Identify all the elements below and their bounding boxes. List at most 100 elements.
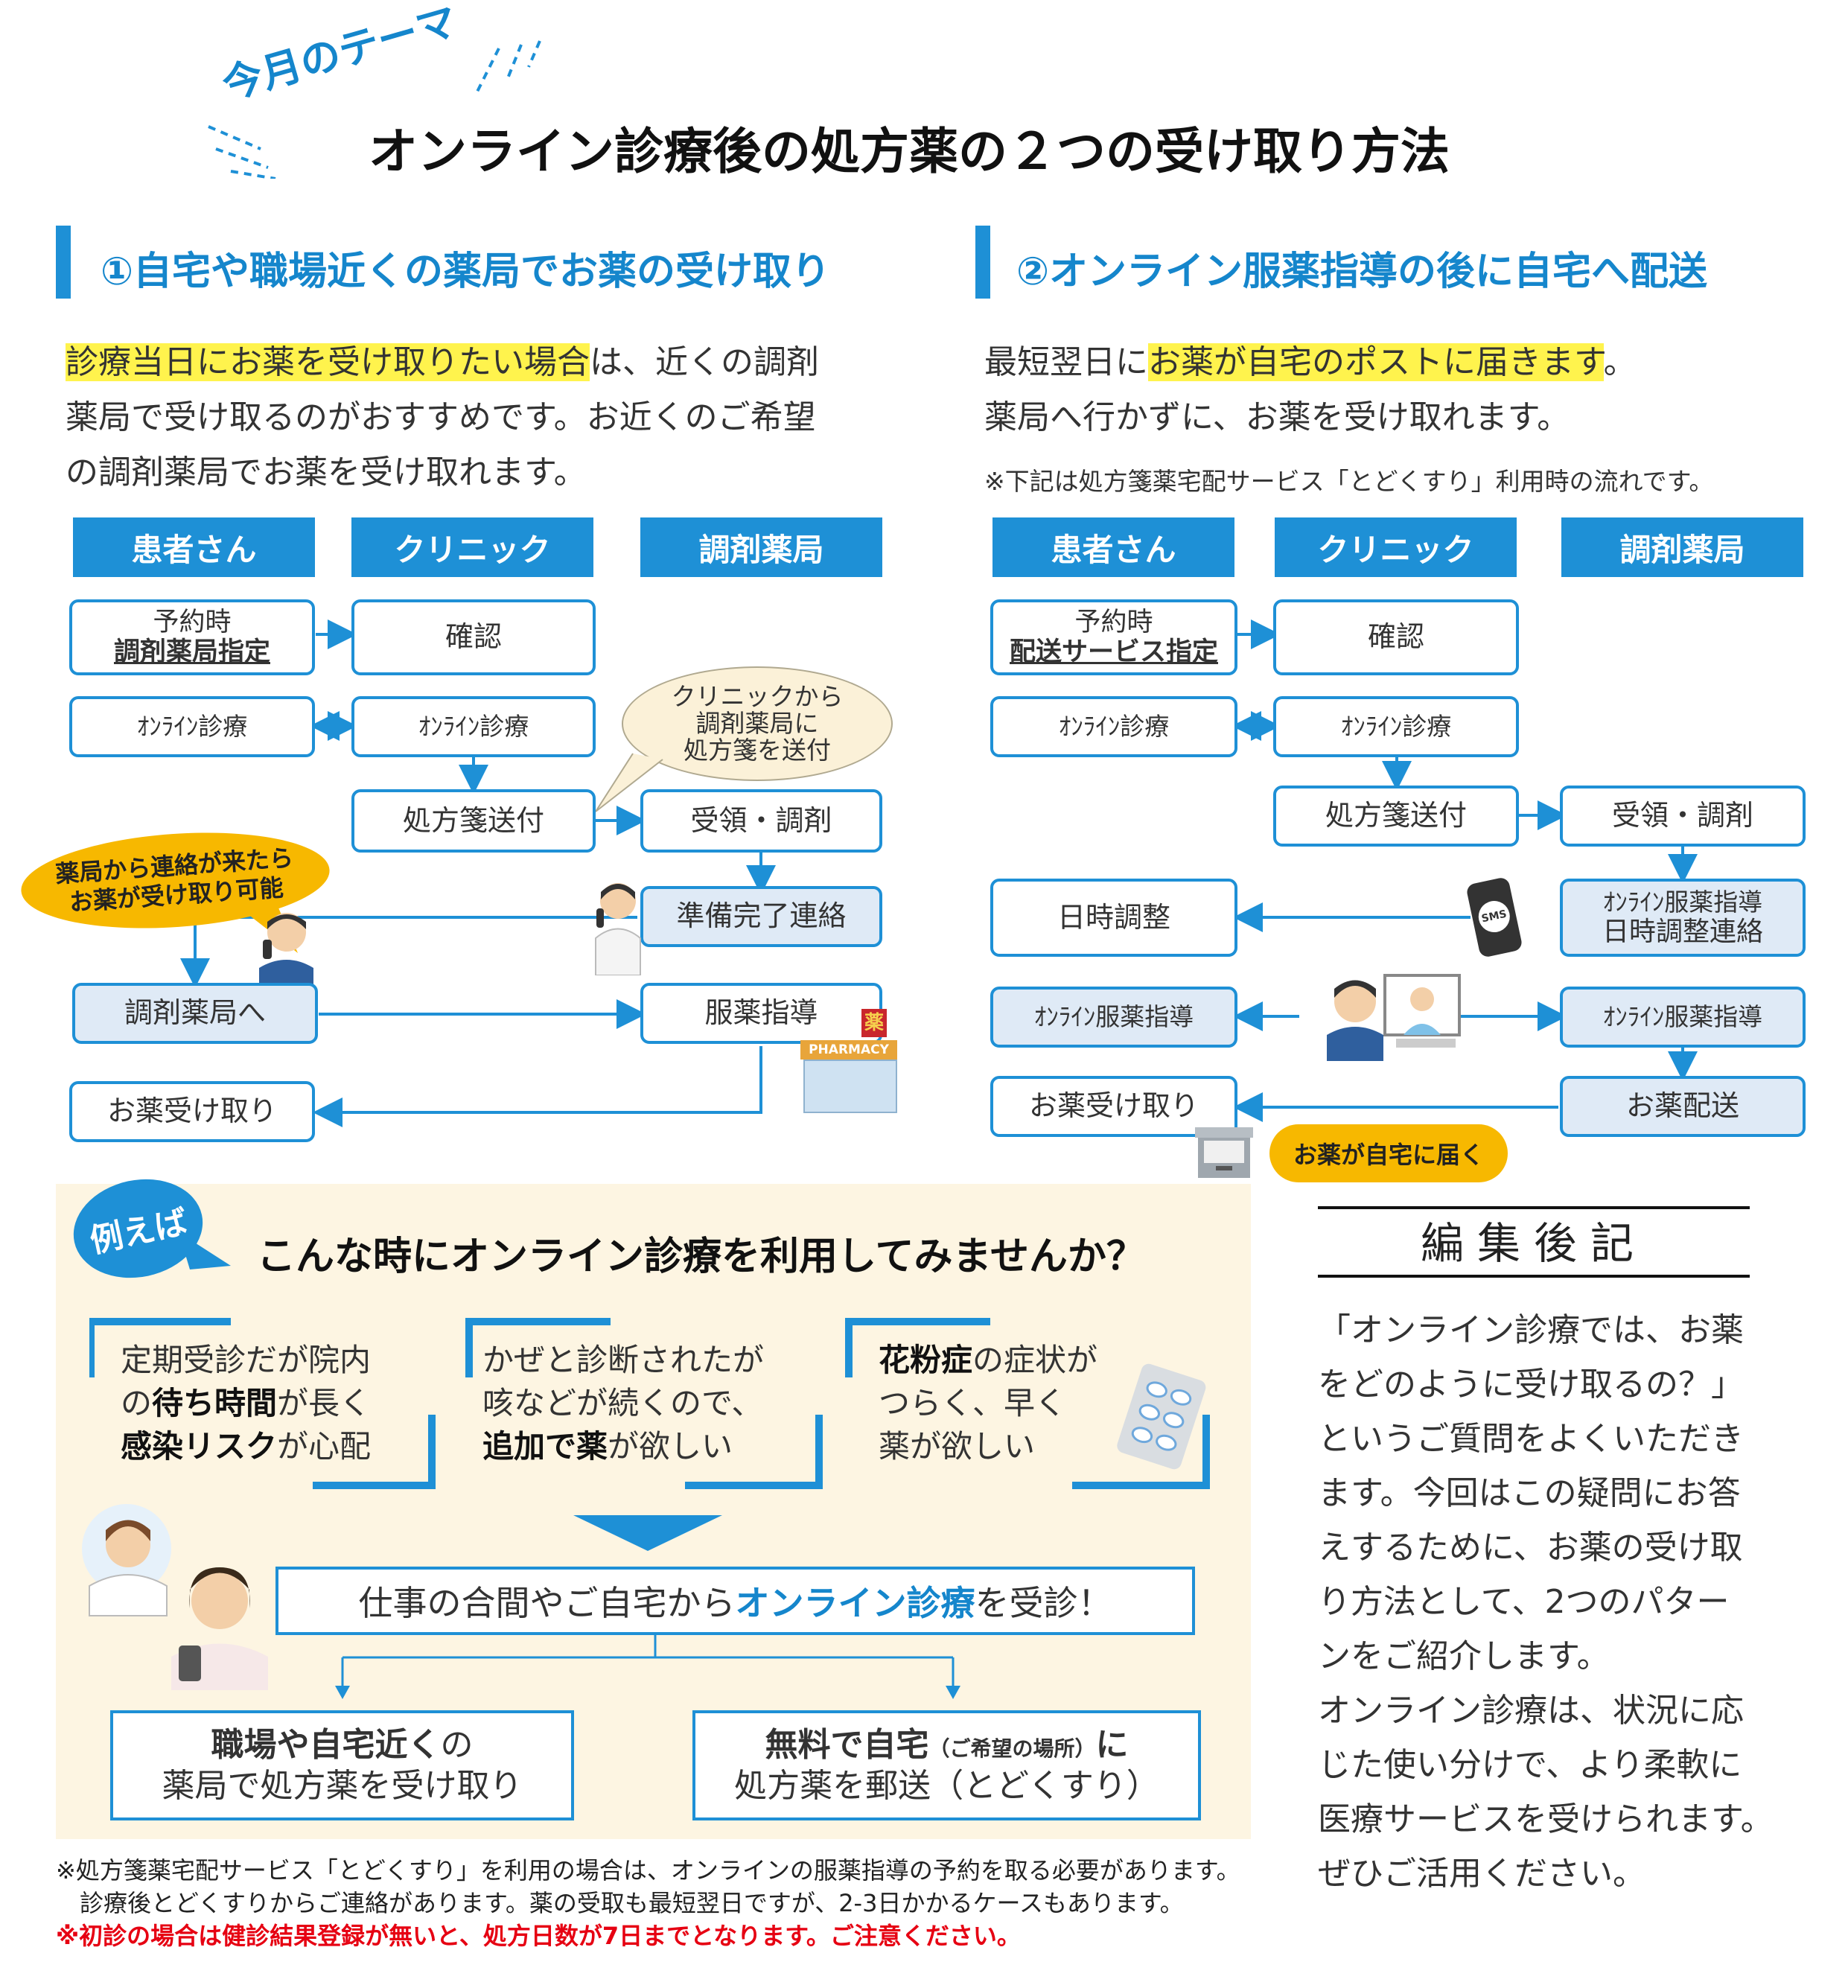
s1-to-pharmacy-box: 調剤薬局へ	[72, 983, 318, 1044]
video-call-icon	[1327, 974, 1461, 1061]
afterword-line: じた使い分けで、より柔軟に	[1318, 1746, 1742, 1784]
pharmacy-building-icon: 薬 PHARMACY	[800, 1009, 897, 1113]
opt1-post: の	[440, 1726, 474, 1764]
s1-bubble-line3: 処方箋を送付	[684, 736, 831, 765]
s2-flow-arrows	[1232, 619, 1698, 1122]
opt2-small: （ご希望の場所）	[928, 1736, 1096, 1761]
s1-online-patient-box: ｵﾝﾗｲﾝ診療	[69, 696, 315, 757]
case-card-cold: かぜと診断されたが 咳などが続くので、 追加で薬が欲しい	[482, 1339, 810, 1488]
s2-col-patient: 患者さん	[992, 517, 1234, 577]
s1-col-patient: 患者さん	[73, 517, 315, 577]
consult-post: を受診！	[975, 1583, 1112, 1623]
case3-line3: 薬が欲しい	[879, 1428, 1036, 1465]
afterword-body: 「オンライン診療では、お薬 をどのように受け取るの？」 というご質問をよくいただ…	[1318, 1303, 1809, 1901]
opt2-line2: 処方薬を郵送（とどくすり）	[734, 1767, 1159, 1805]
s1-confirm-box: 確認	[351, 599, 596, 675]
s2-reserve-label: 予約時	[1074, 607, 1153, 637]
branch-arrows	[335, 1635, 960, 1699]
opt2-bold1: 無料で自宅	[765, 1726, 929, 1764]
option-nearby-pharmacy: 職場や自宅近くの 薬局で処方薬を受け取り	[110, 1710, 574, 1820]
footnote-1: ※処方箋薬宅配サービス「とどくすり」を利用の場合は、オンラインの服薬指導の予約を…	[56, 1856, 1240, 1885]
sms-label: SMS	[1475, 898, 1513, 935]
section-2-intro: 最短翌日にお薬が自宅のポストに届きます。 薬局へ行かずに、お薬を受け取れます。	[984, 335, 1833, 445]
case2-line3-post: が欲しい	[608, 1428, 733, 1465]
s2-pickup-box: お薬受け取り	[990, 1076, 1237, 1137]
s2-online-clinic-box: ｵﾝﾗｲﾝ診療	[1273, 696, 1519, 757]
s1-flow-arrows	[180, 619, 776, 1127]
opt1-bold: 職場や自宅近く	[211, 1726, 441, 1764]
s2-schedule-box: 日時調整	[990, 879, 1237, 957]
s2-col-clinic: クリニック	[1275, 517, 1517, 577]
doctor-and-patient-icon	[82, 1504, 268, 1690]
section-1-intro: 診療当日にお薬を受け取りたい場合は、近くの調剤 薬局で受け取るのがおすすめです。…	[66, 335, 907, 500]
s2-schedule-notice-box: ｵﾝﾗｲﾝ服薬指導 日時調整連絡	[1560, 879, 1806, 957]
s2-intro-pre: 最短翌日に	[984, 343, 1148, 381]
section-2-accent-bar	[975, 226, 990, 299]
s1-ready-notice-box: 準備完了連絡	[640, 886, 882, 947]
case2-line1: かぜと診断されたが	[482, 1342, 765, 1378]
case-card-hay-fever: 花粉症の症状が つらく、早く 薬が欲しい	[879, 1339, 1124, 1488]
s1-bubble-clinic-sends-rx: クリニックから 調剤薬局に 処方箋を送付	[622, 666, 893, 781]
case-card-wait-time: 定期受診だが院内 の待ち時間が長く 感染リスクが心配	[121, 1339, 433, 1488]
afterword-line: ぜひご活用ください。	[1318, 1855, 1645, 1893]
afterword-line: というご質問をよくいただき	[1318, 1420, 1744, 1458]
examples-heading: こんな時にオンライン診療を利用してみませんか？	[257, 1234, 1145, 1279]
s1-bubble-line2: 調剤薬局に	[695, 708, 819, 738]
case3-line2: つらく、早く	[879, 1385, 1067, 1421]
case3-line1-post: の症状が	[972, 1342, 1098, 1378]
examples-badge-tail	[179, 1232, 231, 1269]
section-1-intro-line3: の調剤薬局でお薬を受け取れます。	[66, 453, 587, 491]
s2-intro-post: 。	[1603, 343, 1637, 381]
afterword-bottom-rule	[1318, 1275, 1750, 1278]
s1-col-clinic: クリニック	[351, 517, 593, 577]
footnote-warning: ※初診の場合は健診結果登録が無いと、処方日数が7日までとなります。ご注意ください…	[56, 1922, 1021, 1950]
afterword-line: ンをご紹介します。	[1318, 1637, 1610, 1675]
s2-reserve-box: 予約時 配送サービス指定	[990, 599, 1237, 675]
afterword-line: ます。今回はこの疑問にお答	[1318, 1474, 1741, 1512]
section-1-intro-rest: は、近くの調剤	[590, 343, 819, 381]
afterword-line: り方法として、2つのパター	[1318, 1583, 1730, 1621]
s2-delivered-callout: お薬が自宅に届く	[1269, 1124, 1508, 1182]
section-1-intro-line2: 薬局で受け取るのがおすすめです。お近くのご希望	[66, 398, 816, 436]
s2-note: ※下記は処方箋薬宅配サービス「とどくすり」利用時の流れです。	[984, 467, 1714, 496]
case-card-frames	[89, 1318, 1210, 1489]
mailbox-icon	[1195, 1127, 1253, 1178]
afterword-title: 編集後記	[1420, 1218, 1647, 1269]
s2-delivery-box: お薬配送	[1560, 1076, 1806, 1137]
page-title: オンライン診療後の処方薬の２つの受け取り方法	[369, 123, 1450, 180]
s1-reserve-label: 予約時	[153, 607, 232, 637]
s2-guidance-pharmacy-box: ｵﾝﾗｲﾝ服薬指導	[1560, 987, 1806, 1048]
s2-guidance-patient-box: ｵﾝﾗｲﾝ服薬指導	[990, 987, 1237, 1048]
case1-line2-pre: の	[121, 1385, 153, 1421]
s1-reserve-box: 予約時 調剤薬局指定	[69, 599, 315, 675]
down-triangle-icon	[573, 1515, 722, 1551]
header-dash-decoration	[208, 40, 541, 179]
case1-line3-bold: 感染リスク	[121, 1428, 278, 1465]
s2-rx-send-box: 処方箋送付	[1273, 786, 1519, 847]
s2-online-patient-box: ｵﾝﾗｲﾝ診療	[990, 696, 1237, 757]
section-1-intro-highlight: 診療当日にお薬を受け取りたい場合	[66, 343, 590, 381]
section-2-title: ②オンライン服薬指導の後に自宅へ配送	[1016, 249, 1708, 294]
afterword-line: 医療サービスを受けられます。	[1318, 1800, 1774, 1838]
section-1-accent-bar	[56, 226, 71, 299]
afterword-line: をどのように受け取るの？」	[1318, 1366, 1744, 1404]
s2-schedule-notice-line2: 日時調整連絡	[1602, 916, 1763, 947]
s2-intro-line2: 薬局へ行かずに、お薬を受け取れます。	[984, 398, 1570, 436]
s2-reserve-delivery-designation: 配送サービス指定	[1009, 637, 1218, 667]
consult-emphasis: オンライン診療	[735, 1583, 975, 1623]
pharmacist-on-phone-icon	[595, 883, 641, 975]
case2-line3-bold: 追加で薬	[482, 1428, 608, 1465]
s1-guidance-box: 服薬指導	[640, 983, 882, 1044]
afterword-line: えするために、お薬の受け取	[1318, 1529, 1743, 1567]
s1-col-pharmacy: 調剤薬局	[640, 517, 882, 577]
s2-col-pharmacy: 調剤薬局	[1561, 517, 1803, 577]
s2-schedule-notice-line1: ｵﾝﾗｲﾝ服薬指導	[1602, 887, 1763, 917]
afterword-line: 「オンライン診療では、お薬	[1318, 1311, 1744, 1349]
s1-bubble-line1: クリニックから	[671, 681, 844, 711]
pill-pack-icon	[1117, 1363, 1206, 1470]
case1-line3-post: が心配	[277, 1428, 372, 1465]
s1-rx-send-box: 処方箋送付	[351, 789, 596, 853]
consult-pre: 仕事の合間やご自宅から	[358, 1583, 736, 1623]
afterword-line: オンライン診療は、状況に応	[1318, 1692, 1744, 1730]
footnote-2: 診療後とどくすりからご連絡があります。薬の受取も最短翌日ですが、2-3日かかるケ…	[56, 1889, 1184, 1917]
